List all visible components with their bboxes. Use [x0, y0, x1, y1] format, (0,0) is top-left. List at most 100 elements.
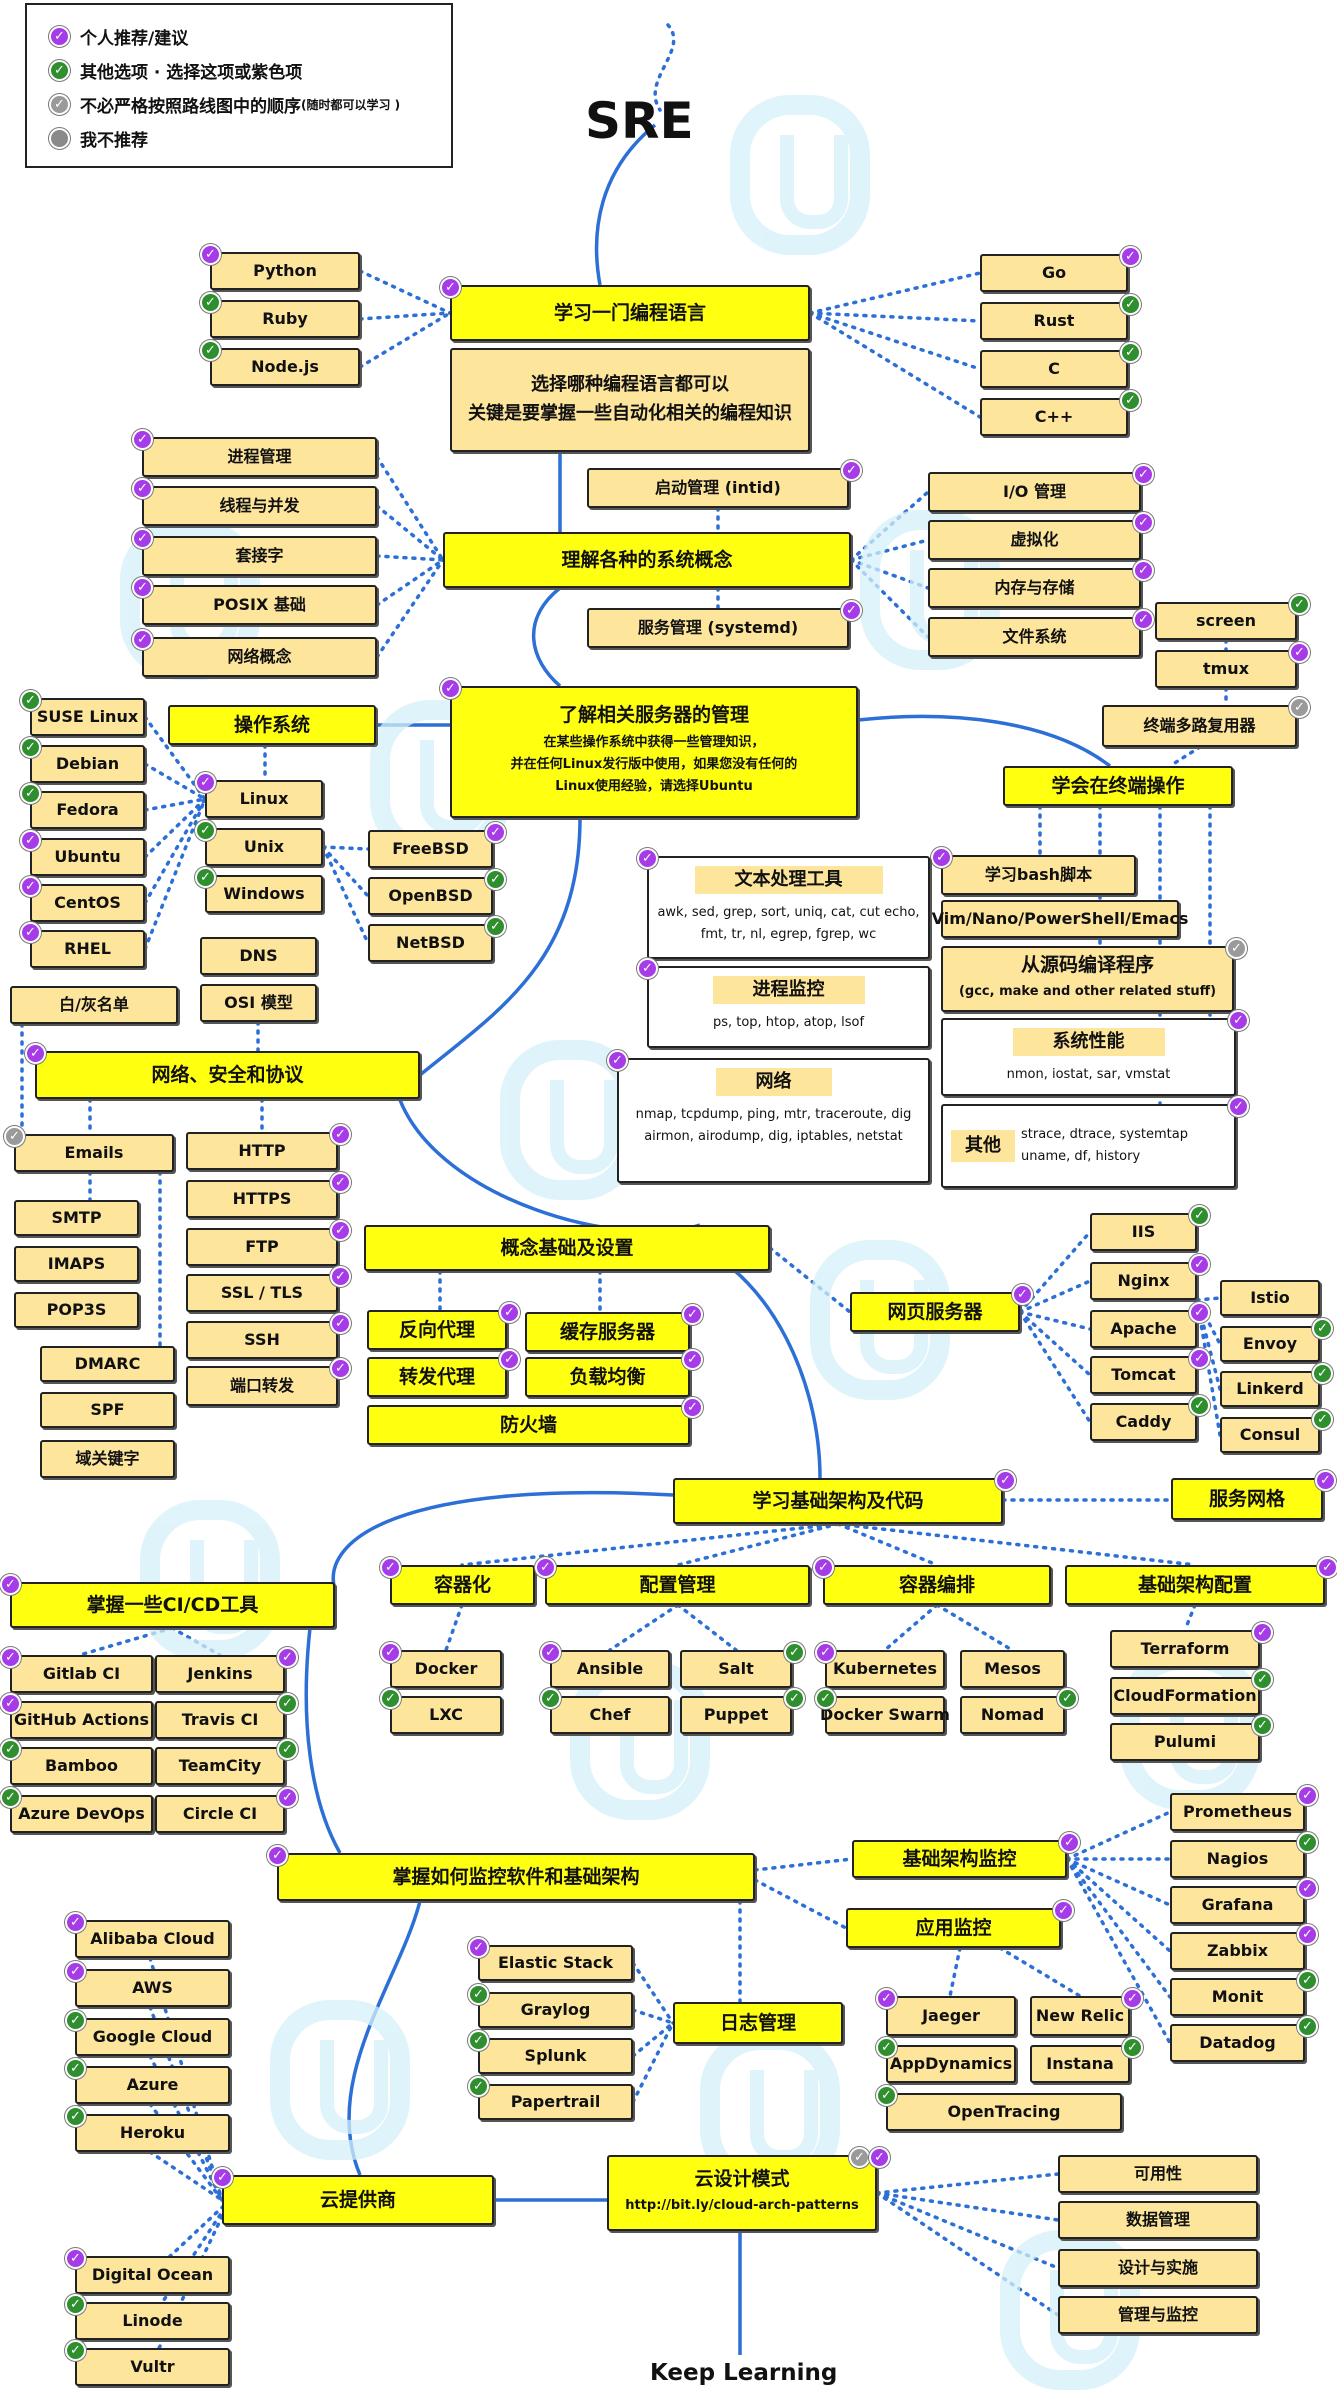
- node-appdyn: AppDynamics✓: [876, 2037, 1016, 2083]
- check-icon: ✓: [20, 783, 41, 804]
- check-icon: ✓: [49, 93, 70, 115]
- dotted-connector: [1195, 1298, 1222, 1391]
- node-label: 套接字: [235, 546, 284, 566]
- node-label: Linux: [239, 789, 289, 809]
- node-mgmtmon: 管理与监控: [1058, 2296, 1258, 2334]
- node-container: 容器化✓: [380, 1557, 535, 1605]
- node-osi: OSI 模型: [200, 984, 317, 1022]
- node-ansible: Ansible✓: [540, 1642, 670, 1688]
- check-icon: ✓: [869, 2147, 890, 2168]
- node-socket: 套接字✓: [132, 528, 377, 576]
- node-imaps: IMAPS: [14, 1246, 139, 1282]
- dotted-connector: [1065, 1857, 1172, 1999]
- check-icon: ✓: [1252, 1669, 1273, 1690]
- node-terraform: Terraform✓: [1110, 1622, 1273, 1668]
- node-tomcat: Tomcat✓: [1090, 1348, 1210, 1394]
- node-elastic: Elastic Stack✓: [468, 1937, 633, 1981]
- dotted-connector: [1195, 1296, 1222, 1302]
- node-io: I/O 管理✓: [928, 464, 1154, 512]
- node-chef: Chef✓: [540, 1688, 670, 1734]
- node-circleci: Circle CI✓: [155, 1787, 298, 1833]
- check-icon: ✓: [682, 1349, 703, 1370]
- node-label: 白/灰名单: [59, 995, 129, 1015]
- check-icon: ✓: [841, 600, 862, 621]
- dotted-connector: [321, 845, 370, 898]
- node-blacklist: 白/灰名单: [10, 986, 178, 1024]
- node-label: Instana: [1046, 2054, 1114, 2074]
- node-linkerd: Linkerd✓: [1220, 1363, 1333, 1407]
- dotted-connector: [78, 1626, 174, 1657]
- check-icon: ✓: [1133, 609, 1154, 630]
- node-instana: Instana✓: [1030, 2037, 1143, 2083]
- check-icon: ✓: [0, 1739, 21, 1760]
- detail-text: nmap, tcpdump, ping, mtr, traceroute, di…: [635, 1106, 912, 1144]
- node-label: tmux: [1202, 659, 1250, 679]
- check-icon: ✓: [485, 869, 506, 890]
- node-cpp: C++✓: [980, 390, 1141, 436]
- node-avail: 可用性: [1058, 2155, 1258, 2193]
- check-icon: ✓: [200, 340, 221, 361]
- node-label: Jaeger: [922, 2006, 980, 2026]
- node-papertrail: Papertrail✓: [468, 2076, 633, 2120]
- check-icon: ✓: [485, 822, 506, 843]
- node-heroku: Heroku✓: [65, 2106, 230, 2152]
- node-pulumi: Pulumi✓: [1110, 1715, 1273, 1761]
- page-title: SRE: [585, 92, 694, 150]
- check-icon: ✓: [876, 1988, 897, 2009]
- check-icon: ✓: [440, 277, 461, 298]
- check-icon: ✓: [20, 922, 41, 943]
- check-icon: ✓: [0, 1647, 21, 1668]
- node-label: Unix: [243, 837, 285, 857]
- dot-icon: [49, 127, 70, 149]
- check-icon: ✓: [132, 577, 153, 598]
- node-ghactions: GitHub Actions✓: [0, 1693, 153, 1739]
- node-label: OpenBSD: [388, 886, 473, 906]
- node-label: Windows: [223, 884, 305, 904]
- check-icon: ✓: [1057, 1688, 1078, 1709]
- node-label: Monit: [1211, 1987, 1264, 2007]
- check-icon: ✓: [784, 1688, 805, 1709]
- node-screen: screen✓: [1155, 594, 1310, 640]
- node-label: FTP: [245, 1237, 279, 1257]
- check-icon: ✓: [4, 1126, 25, 1147]
- node-grafana: Grafana✓: [1170, 1878, 1318, 1924]
- node-label: 掌握如何监控软件和基础架构: [392, 1865, 640, 1888]
- node-label: Nginx: [1117, 1271, 1170, 1291]
- legend-item-any-order: ✓不必严格按照路线图中的顺序(随时都可以学习 ): [49, 87, 451, 121]
- node-label: SSL / TLS: [220, 1283, 304, 1303]
- check-icon: ✓: [49, 59, 70, 81]
- dotted-connector: [143, 797, 207, 812]
- check-icon: ✓: [1189, 1205, 1210, 1226]
- detail-text: strace, dtrace, systemtap uname, df, his…: [1021, 1126, 1188, 1164]
- node-aws: AWS✓: [65, 1961, 230, 2007]
- dotted-connector: [808, 311, 982, 323]
- node-label: Circle CI: [182, 1804, 258, 1824]
- detail-text: nmon, iostat, sar, vmstat: [1006, 1066, 1171, 1082]
- node-python: Python✓: [200, 244, 360, 290]
- check-icon: ✓: [1289, 594, 1310, 615]
- node-label: Datadog: [1199, 2033, 1276, 2053]
- node-lxc: LXC✓: [380, 1688, 502, 1734]
- node-label: 应用监控: [915, 1916, 992, 1939]
- node-mesos: Mesos: [960, 1650, 1065, 1688]
- node-unix: Unix✓: [195, 820, 323, 866]
- dotted-connector: [631, 2021, 675, 2104]
- node-label: 数据管理: [1125, 2210, 1190, 2230]
- detail-text: awk, sed, grep, sort, uniq, cat, cut ech…: [657, 904, 920, 942]
- dotted-connector: [631, 2021, 675, 2058]
- check-icon: ✓: [931, 847, 952, 868]
- node-label: 网络概念: [227, 647, 292, 667]
- check-icon: ✓: [1297, 1832, 1318, 1853]
- node-debian: Debian✓: [20, 737, 145, 783]
- node-do: Digital Ocean✓: [65, 2248, 230, 2294]
- node-label: Puppet: [703, 1705, 769, 1725]
- dotted-connector: [948, 1946, 962, 1998]
- node-label: Mesos: [984, 1659, 1041, 1679]
- node-label: Papertrail: [510, 2092, 601, 2112]
- node-label: 负载均衡: [569, 1365, 646, 1388]
- check-icon: ✓: [841, 460, 862, 481]
- node-label: SUSE Linux: [36, 707, 139, 727]
- node-ftp: FTP✓: [186, 1220, 351, 1266]
- node-line: 在某些操作系统中获得一些管理知识，: [543, 735, 765, 751]
